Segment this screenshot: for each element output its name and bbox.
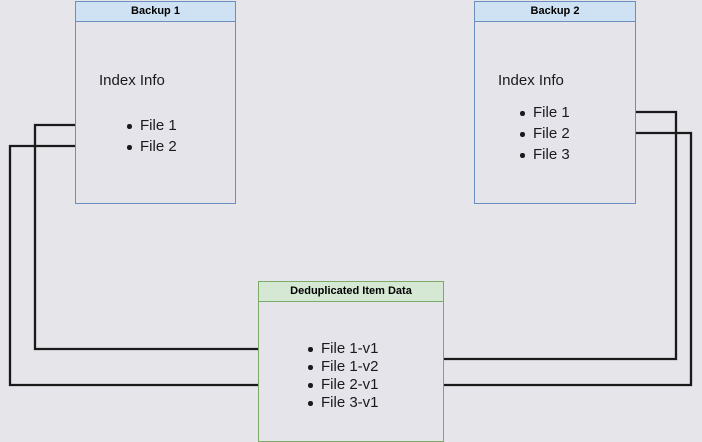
node-backup-1[interactable]: Backup 1 Index Info File 1 File 2 <box>75 1 236 204</box>
list-item[interactable]: File 3 <box>519 144 570 165</box>
list-item[interactable]: File 1 <box>126 115 177 136</box>
list-item[interactable]: File 2 <box>519 123 570 144</box>
list-item[interactable]: File 1-v1 <box>307 340 379 358</box>
node-backup-2-header: Backup 2 <box>475 2 635 22</box>
node-backup-2-body: Index Info File 1 File 2 File 3 <box>475 22 635 203</box>
list-item[interactable]: File 2-v1 <box>307 376 379 394</box>
node-deduplicated-item-data-body: File 1-v1 File 1-v2 File 2-v1 File 3-v1 <box>259 302 443 441</box>
node-backup-1-header: Backup 1 <box>76 2 235 22</box>
node-deduplicated-item-data-header: Deduplicated Item Data <box>259 282 443 302</box>
list-item[interactable]: File 3-v1 <box>307 394 379 412</box>
list-item[interactable]: File 1-v2 <box>307 358 379 376</box>
backup-2-index-info-label: Index Info <box>498 72 564 89</box>
node-deduplicated-item-data[interactable]: Deduplicated Item Data File 1-v1 File 1-… <box>258 281 444 442</box>
deduplicated-item-list: File 1-v1 File 1-v2 File 2-v1 File 3-v1 <box>307 340 379 412</box>
backup-1-index-info-label: Index Info <box>99 72 165 89</box>
backup-1-file-list: File 1 File 2 <box>126 115 177 157</box>
node-backup-1-body: Index Info File 1 File 2 <box>76 22 235 203</box>
list-item[interactable]: File 1 <box>519 102 570 123</box>
backup-2-file-list: File 1 File 2 File 3 <box>519 102 570 165</box>
list-item[interactable]: File 2 <box>126 136 177 157</box>
node-backup-2[interactable]: Backup 2 Index Info File 1 File 2 File 3 <box>474 1 636 204</box>
